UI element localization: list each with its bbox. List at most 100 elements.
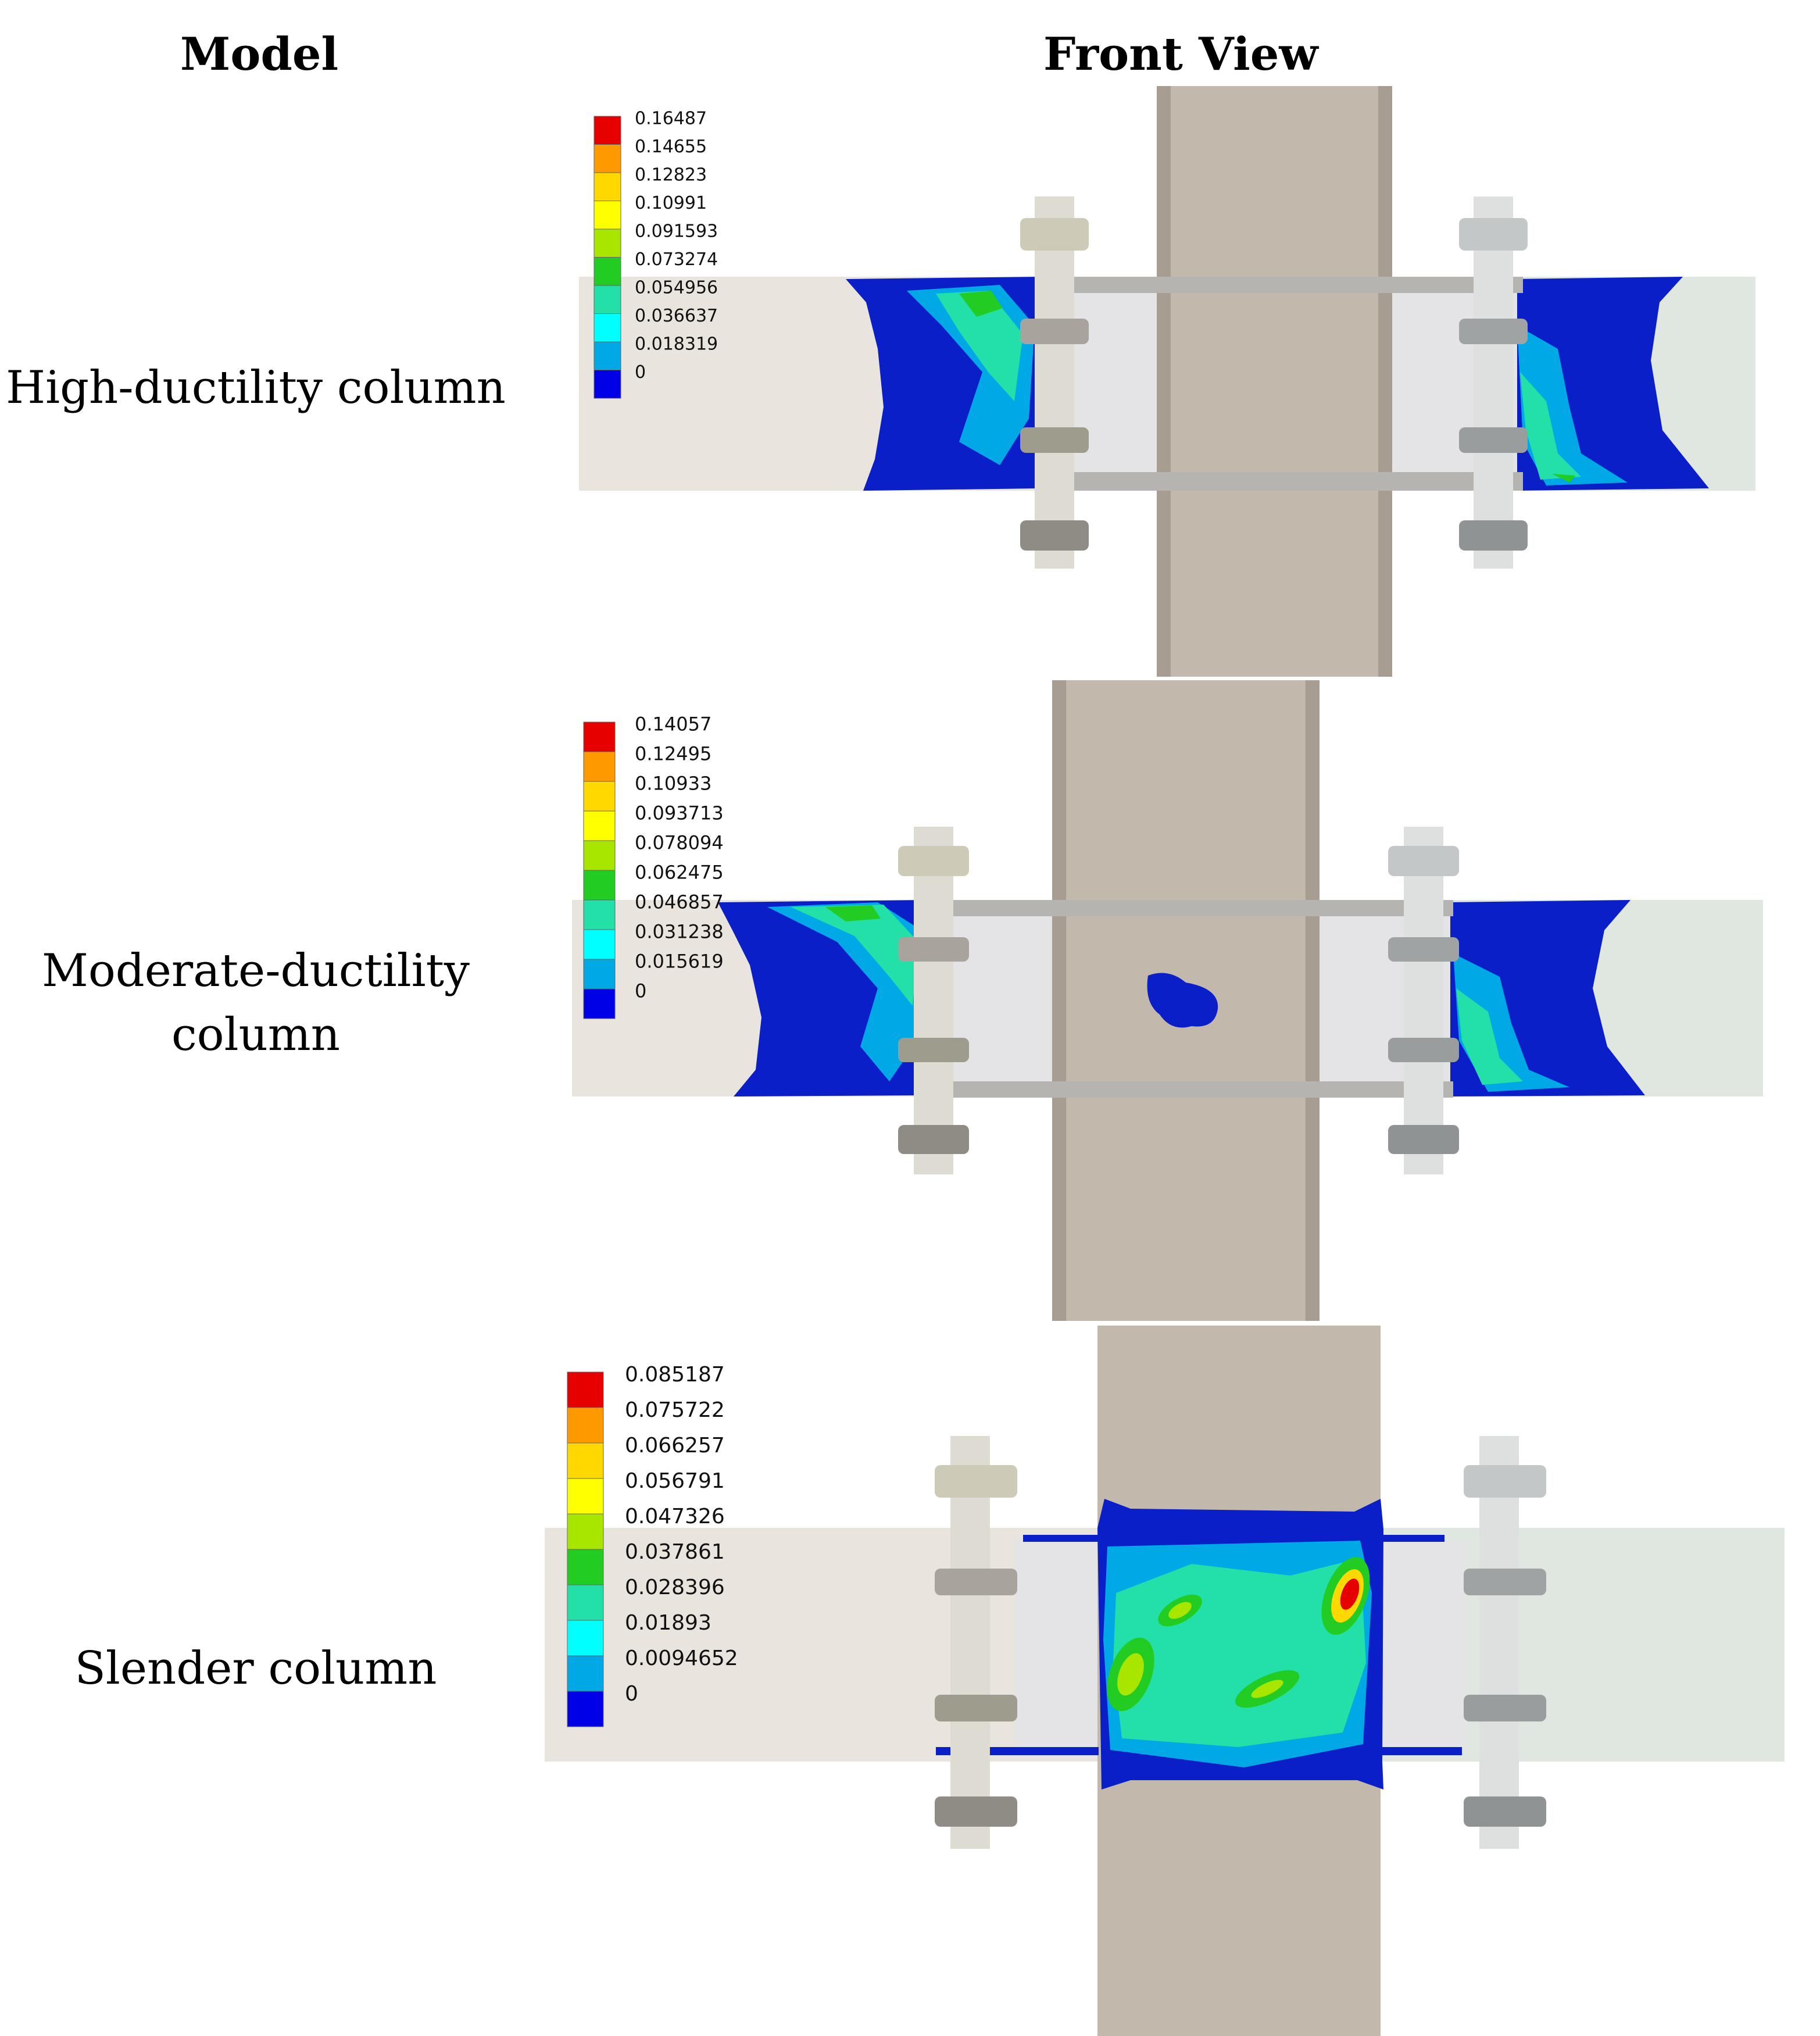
legend-value: 0.046857 xyxy=(635,891,724,913)
legend-value: 0.14057 xyxy=(635,713,711,735)
legend-swatch xyxy=(567,1407,604,1444)
legend-swatch xyxy=(593,257,621,286)
legend-swatch xyxy=(583,899,616,930)
legend-swatch xyxy=(583,751,616,782)
stress-contour-right xyxy=(1447,900,1645,1096)
row-label-line: Moderate-ductility xyxy=(41,945,470,997)
legend-value: 0 xyxy=(625,1682,638,1706)
legend-value: 0.054956 xyxy=(635,278,718,298)
flange-plate-top xyxy=(918,900,1453,916)
legend-swatch xyxy=(583,721,616,752)
threaded-rod-left xyxy=(935,1436,1017,1849)
header-model: Model xyxy=(180,28,339,81)
model-high-ductility xyxy=(579,86,1755,677)
legend-swatch xyxy=(593,144,621,173)
color-legend-slender: 0.085187 0.075722 0.066257 0.056791 0.047326… xyxy=(567,1363,738,1727)
legend-value: 0.028396 xyxy=(625,1576,725,1599)
legend-swatch xyxy=(567,1620,604,1656)
legend-swatch xyxy=(567,1549,604,1585)
legend-swatch xyxy=(593,341,621,370)
connection-plate xyxy=(1378,1541,1465,1750)
stress-contour-left xyxy=(846,277,1040,491)
legend-value: 0.091593 xyxy=(635,222,718,242)
legend-swatch xyxy=(593,370,621,399)
stress-contour-column xyxy=(1147,973,1218,1028)
legend-swatch xyxy=(567,1478,604,1515)
legend-value: 0.062475 xyxy=(635,861,724,883)
connection-plate xyxy=(1014,1541,1102,1750)
legend-value: 0.12823 xyxy=(635,165,707,185)
legend-value: 0.0094652 xyxy=(625,1646,738,1670)
row-label-line: High-ductility column xyxy=(6,362,506,414)
beam-left xyxy=(545,1528,1100,1762)
stress-contour-panel-zone xyxy=(936,1499,1462,1789)
legend-value: 0.047326 xyxy=(625,1505,725,1528)
threaded-rod-left xyxy=(898,827,969,1174)
threaded-rod-right xyxy=(1459,197,1528,569)
legend-swatch xyxy=(567,1691,604,1727)
row-label-line: column xyxy=(171,1009,341,1061)
column-flange xyxy=(1157,86,1171,677)
threaded-rod-right xyxy=(1388,827,1459,1174)
threaded-rod-left xyxy=(1020,197,1089,569)
legend-value: 0.12495 xyxy=(635,742,711,765)
color-legend-moderate-ductility: 0.14057 0.12495 0.10933 0.093713 0.078094 0.0… xyxy=(583,713,724,1019)
model-moderate-ductility xyxy=(572,680,1763,1321)
stress-contour-left xyxy=(718,900,924,1096)
legend-value: 0.01893 xyxy=(625,1611,711,1635)
legend-value: 0 xyxy=(635,362,646,383)
flange-plate-bottom xyxy=(1035,472,1523,491)
column xyxy=(1157,86,1392,677)
legend-swatch xyxy=(567,1371,604,1408)
legend-value: 0.14655 xyxy=(635,137,707,157)
model-slender xyxy=(545,1326,1785,2036)
legend-swatch xyxy=(583,840,616,871)
flange-plate-top xyxy=(1035,277,1523,293)
column-flange xyxy=(1306,680,1320,1321)
legend-swatch xyxy=(593,116,621,145)
legend-swatch xyxy=(583,870,616,901)
legend-value: 0.036637 xyxy=(635,306,718,326)
legend-swatch xyxy=(593,228,621,258)
row-label-high-ductility: High-ductility column xyxy=(0,356,512,420)
threaded-rod-right xyxy=(1464,1436,1546,1849)
legend-swatch xyxy=(567,1584,604,1621)
legend-value: 0.16487 xyxy=(635,109,707,129)
column-flange xyxy=(1378,86,1392,677)
row-label-slender: Slender column xyxy=(0,1637,512,1701)
legend-value: 0 xyxy=(635,980,646,1002)
legend-value: 0.075722 xyxy=(625,1398,725,1422)
legend-swatch xyxy=(567,1442,604,1479)
legend-swatch xyxy=(567,1655,604,1692)
header-front-view: Front View xyxy=(1043,28,1318,81)
legend-swatch xyxy=(567,1513,604,1550)
flange-plate-bottom xyxy=(918,1081,1453,1098)
legend-swatch xyxy=(583,988,616,1019)
legend-value: 0.066257 xyxy=(625,1434,725,1458)
legend-swatch xyxy=(593,172,621,201)
row-label-line: Slender column xyxy=(74,1642,437,1695)
color-legend-high-ductility: 0.16487 0.14655 0.12823 0.10991 0.091593 0.07… xyxy=(593,109,718,399)
legend-value: 0.056791 xyxy=(625,1469,725,1493)
legend-value: 0.037861 xyxy=(625,1540,725,1564)
legend-swatch xyxy=(593,285,621,314)
legend-swatch xyxy=(583,781,616,812)
legend-value: 0.031238 xyxy=(635,920,724,942)
legend-value: 0.085187 xyxy=(625,1363,725,1387)
legend-swatch xyxy=(583,810,616,841)
legend-value: 0.073274 xyxy=(635,249,718,270)
legend-swatch xyxy=(583,959,616,990)
legend-value: 0.10933 xyxy=(635,772,711,794)
column-flange xyxy=(1052,680,1066,1321)
stress-contour-right xyxy=(1511,277,1709,491)
legend-swatch xyxy=(593,313,621,342)
legend-value: 0.015619 xyxy=(635,950,724,972)
legend-swatch xyxy=(593,201,621,230)
row-label-moderate-ductility: Moderate-ductility column xyxy=(0,939,512,1067)
legend-value: 0.078094 xyxy=(635,831,724,853)
legend-value: 0.093713 xyxy=(635,802,724,824)
legend-value: 0.10991 xyxy=(635,193,707,213)
legend-swatch xyxy=(583,929,616,960)
legend-value: 0.018319 xyxy=(635,334,718,355)
